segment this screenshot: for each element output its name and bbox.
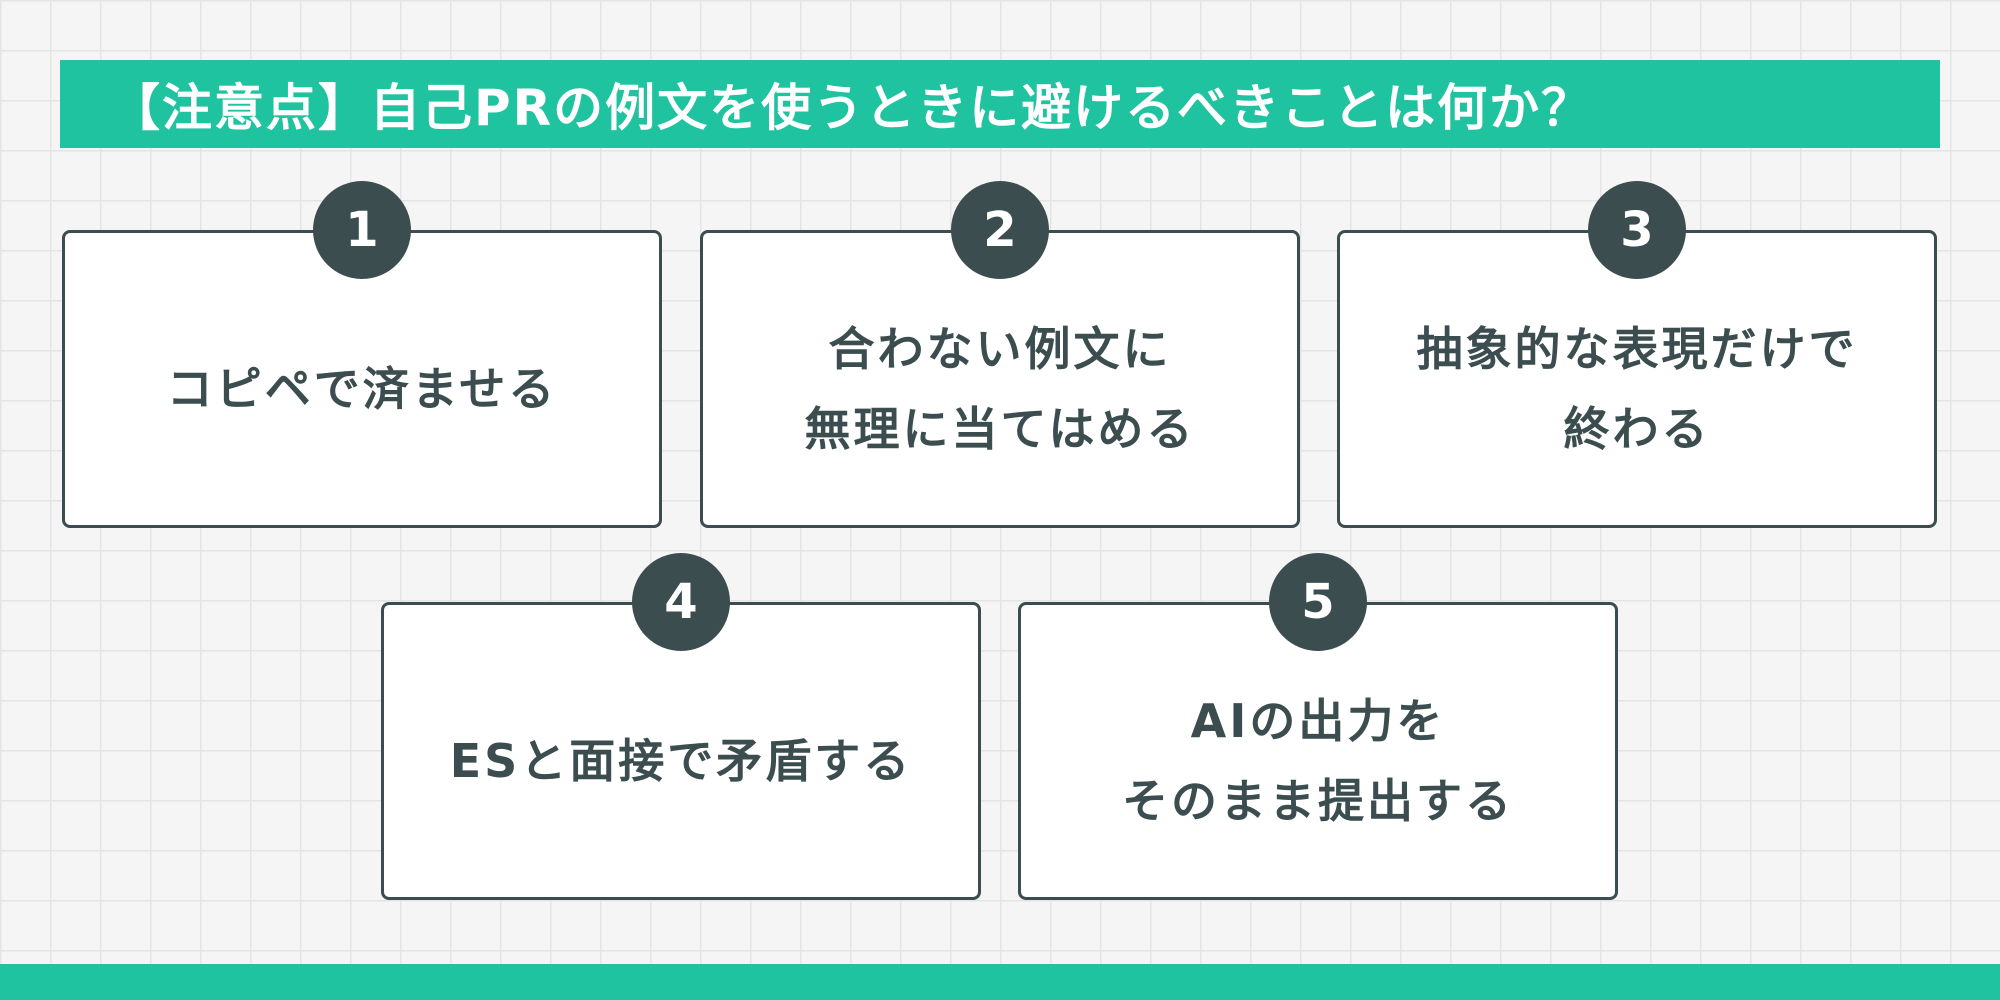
caution-card-5: AIの出力を そのまま提出する [1018,602,1618,900]
page-title: 【注意点】自己PRの例文を使うときに避けるべきことは何か？ [110,79,1594,137]
caution-card-3: 抽象的な表現だけで 終わる [1337,230,1937,528]
number-badge-3: 3 [1588,181,1686,279]
caution-card-text: 抽象的な表現だけで 終わる [1416,322,1858,456]
title-banner: 【注意点】自己PRの例文を使うときに避けるべきことは何か？ [60,60,1940,148]
bottom-accent-bar [0,964,2000,1000]
caution-card-2: 合わない例文に 無理に当てはめる [700,230,1300,528]
number-badge-2: 2 [951,181,1049,279]
caution-card-text: コピペで済ませる [166,362,558,416]
caution-card-text: 合わない例文に 無理に当てはめる [804,322,1196,456]
caution-card-1: コピペで済ませる [62,230,662,528]
caution-card-text: AIの出力を そのまま提出する [1122,694,1514,828]
number-badge-4: 4 [632,553,730,651]
number-badge-1: 1 [313,181,411,279]
caution-card-text: ESと面接で矛盾する [449,734,913,788]
caution-card-4: ESと面接で矛盾する [381,602,981,900]
number-badge-5: 5 [1269,553,1367,651]
